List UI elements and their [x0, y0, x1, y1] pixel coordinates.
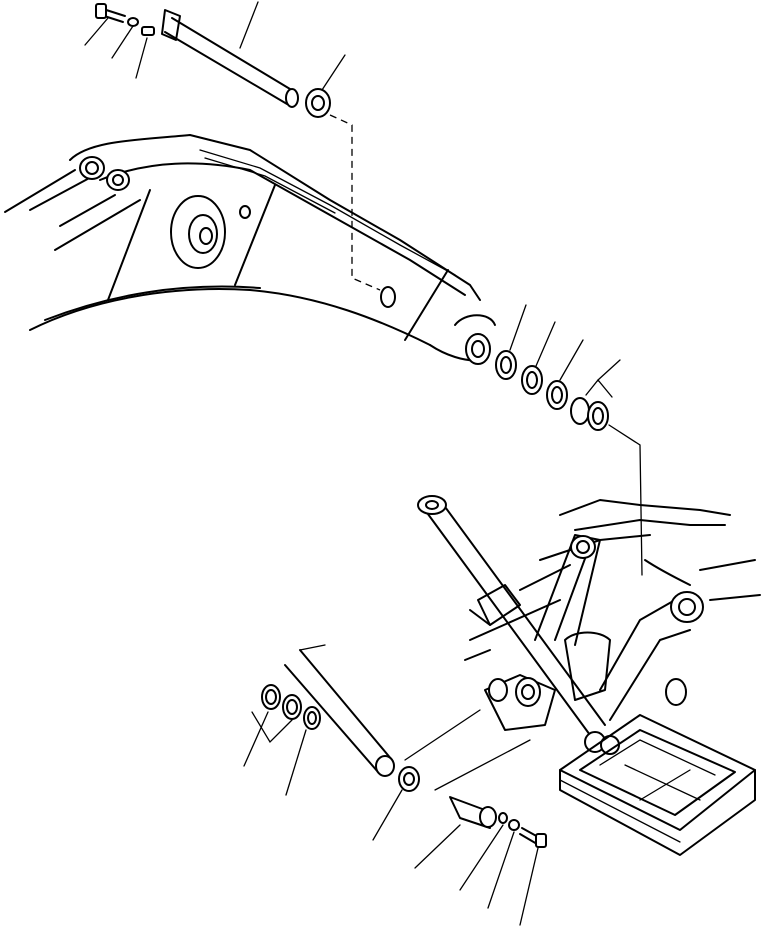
top-lock-washer [127, 17, 139, 27]
top-shim-ring [305, 88, 331, 118]
shim-stack-leaders [509, 304, 643, 576]
boom-foot-lugs [79, 156, 130, 191]
cylinder-foot-bracket [484, 674, 556, 731]
counterweight-box [559, 714, 756, 856]
lower-pin [284, 649, 395, 777]
boom-pivot-hub [170, 195, 251, 269]
upper-frame [464, 499, 761, 661]
boom-arm [4, 134, 496, 362]
shim-stack-right [495, 350, 609, 431]
swing-bracket [534, 534, 704, 721]
lower-small-washers [498, 812, 520, 831]
lower-bushing [449, 796, 497, 829]
hydraulic-cylinder [417, 495, 620, 755]
lower-leader-lines [243, 644, 539, 926]
lower-washer [398, 766, 420, 792]
lower-shim-rings [261, 684, 321, 730]
top-leader-lines [84, 1, 381, 291]
lower-bolt [519, 827, 547, 848]
boom-top-pin [161, 9, 299, 108]
boom-tip-bore [380, 286, 491, 365]
top-bolt [95, 3, 126, 23]
top-spacer [141, 26, 155, 36]
